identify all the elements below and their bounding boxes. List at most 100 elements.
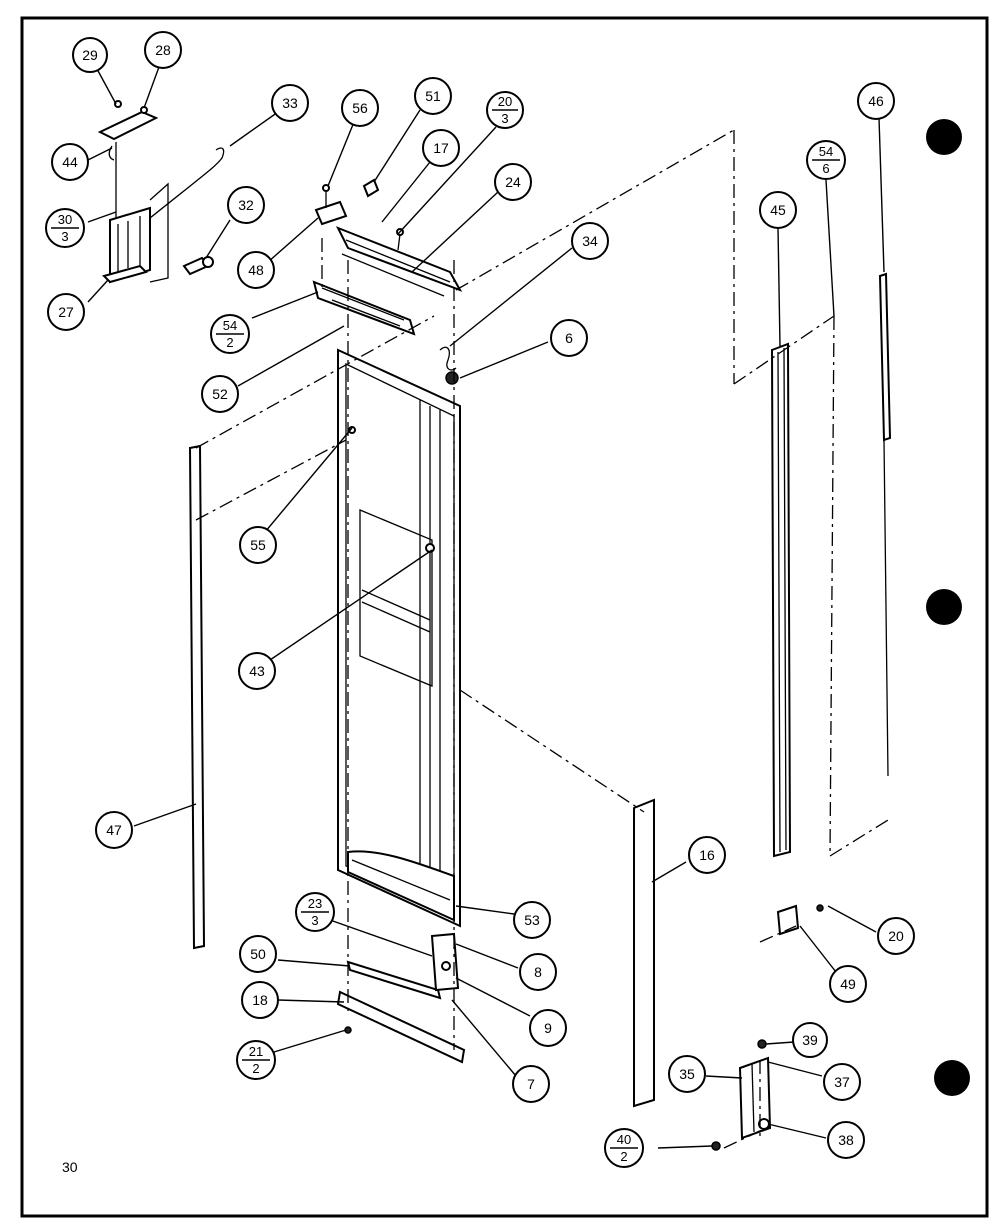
callout-40-2-numerator: 40 xyxy=(617,1132,631,1147)
callout-30-3-denominator: 3 xyxy=(61,229,68,244)
callout-44: 44 xyxy=(51,143,89,181)
callout-54-2-numerator: 54 xyxy=(223,318,237,333)
callout-8: 8 xyxy=(519,953,557,991)
callout-51: 51 xyxy=(414,77,452,115)
callout-9: 9 xyxy=(529,1009,567,1047)
callout-29-label: 29 xyxy=(82,47,98,63)
callout-48-label: 48 xyxy=(248,262,264,278)
callout-28: 28 xyxy=(144,31,182,69)
callout-46: 46 xyxy=(857,82,895,120)
callout-16: 16 xyxy=(688,836,726,874)
callout-37: 37 xyxy=(823,1063,861,1101)
callout-17: 17 xyxy=(422,129,460,167)
dash-lines xyxy=(195,129,889,1149)
callout-9-label: 9 xyxy=(544,1020,552,1036)
left-trim-strip xyxy=(188,444,206,950)
callout-38-label: 38 xyxy=(838,1132,854,1148)
callout-30-3-numerator: 30 xyxy=(58,212,72,227)
page-number: 30 xyxy=(62,1159,78,1175)
callout-45-label: 45 xyxy=(770,202,786,218)
callout-40-2-denominator: 2 xyxy=(620,1149,627,1164)
callout-49: 49 xyxy=(829,965,867,1003)
callout-43: 43 xyxy=(238,652,276,690)
callout-20-3-denominator: 3 xyxy=(501,111,508,126)
punch-hole-middle xyxy=(926,589,962,625)
callout-24-label: 24 xyxy=(505,174,521,190)
callout-54-6-denominator: 6 xyxy=(822,161,829,176)
callout-27: 27 xyxy=(47,293,85,331)
callout-35-label: 35 xyxy=(679,1066,695,1082)
callout-40-2: 40 2 xyxy=(604,1128,644,1168)
lower-hinge xyxy=(711,1039,772,1151)
callout-21-2-denominator: 2 xyxy=(252,1061,259,1076)
callout-29: 29 xyxy=(72,37,108,73)
callout-35: 35 xyxy=(668,1055,706,1093)
callout-18-label: 18 xyxy=(252,992,268,1008)
callout-38: 38 xyxy=(827,1121,865,1159)
callout-56-label: 56 xyxy=(352,100,368,116)
callout-33-label: 33 xyxy=(282,95,298,111)
callout-33: 33 xyxy=(271,84,309,122)
callout-6: 6 xyxy=(550,319,588,357)
callout-8-label: 8 xyxy=(534,964,542,980)
callout-47: 47 xyxy=(95,811,133,849)
callout-34: 34 xyxy=(571,222,609,260)
callout-16-label: 16 xyxy=(699,847,715,863)
top-hinge-assembly xyxy=(97,100,225,284)
callout-52-label: 52 xyxy=(212,386,228,402)
callout-51-label: 51 xyxy=(425,88,441,104)
callout-43-label: 43 xyxy=(249,663,265,679)
callout-34-label: 34 xyxy=(582,233,598,249)
rod xyxy=(878,272,892,777)
callout-23-3-numerator: 23 xyxy=(308,896,322,911)
callout-17-label: 17 xyxy=(433,140,449,156)
callout-45: 45 xyxy=(759,191,797,229)
callout-18: 18 xyxy=(241,981,279,1019)
callout-49-label: 49 xyxy=(840,976,856,992)
callout-24: 24 xyxy=(494,163,532,201)
page-border xyxy=(20,16,989,1218)
callout-53: 53 xyxy=(513,901,551,939)
callout-56: 56 xyxy=(341,89,379,127)
punch-hole-top xyxy=(926,119,962,155)
parts-artwork xyxy=(87,55,892,1151)
callout-20-3-numerator: 20 xyxy=(498,94,512,109)
callout-54-6: 54 6 xyxy=(806,140,846,180)
callouts: 29 28 33 56 51 20 3 46 44 xyxy=(45,31,915,1168)
callout-21-2-numerator: 21 xyxy=(249,1044,263,1059)
harness-connector xyxy=(439,346,459,385)
bottom-hinge-assembly xyxy=(336,932,466,1064)
callout-7-label: 7 xyxy=(527,1076,535,1092)
callout-7: 7 xyxy=(512,1065,550,1103)
callout-47-label: 47 xyxy=(106,822,122,838)
callout-20-label: 20 xyxy=(888,928,904,944)
callout-20: 20 xyxy=(877,917,915,955)
callout-20-3: 20 3 xyxy=(486,91,524,129)
callout-48: 48 xyxy=(237,251,275,289)
callout-55: 55 xyxy=(239,526,277,564)
callout-27-label: 27 xyxy=(58,304,74,320)
right-trim-strip xyxy=(633,798,655,1108)
punch-hole-bottom xyxy=(934,1060,970,1096)
callout-53-label: 53 xyxy=(524,912,540,928)
callout-44-label: 44 xyxy=(62,154,78,170)
callout-50: 50 xyxy=(239,935,277,973)
callout-39-label: 39 xyxy=(802,1032,818,1048)
callout-54-6-numerator: 54 xyxy=(819,144,833,159)
door-frame xyxy=(337,348,461,928)
callout-6-label: 6 xyxy=(565,330,573,346)
callout-32: 32 xyxy=(227,186,265,224)
leader-lines xyxy=(87,55,885,1149)
callout-46-label: 46 xyxy=(868,93,884,109)
callout-54-2: 54 2 xyxy=(210,314,250,354)
callout-50-label: 50 xyxy=(250,946,266,962)
callout-28-label: 28 xyxy=(155,42,171,58)
callout-23-3-denominator: 3 xyxy=(311,913,318,928)
callout-54-2-denominator: 2 xyxy=(226,335,233,350)
upper-cap-assembly xyxy=(312,178,463,336)
callout-23-3: 23 3 xyxy=(295,892,335,932)
callout-21-2: 21 2 xyxy=(236,1040,276,1080)
vertical-channel xyxy=(770,342,824,936)
callout-32-label: 32 xyxy=(238,197,254,213)
